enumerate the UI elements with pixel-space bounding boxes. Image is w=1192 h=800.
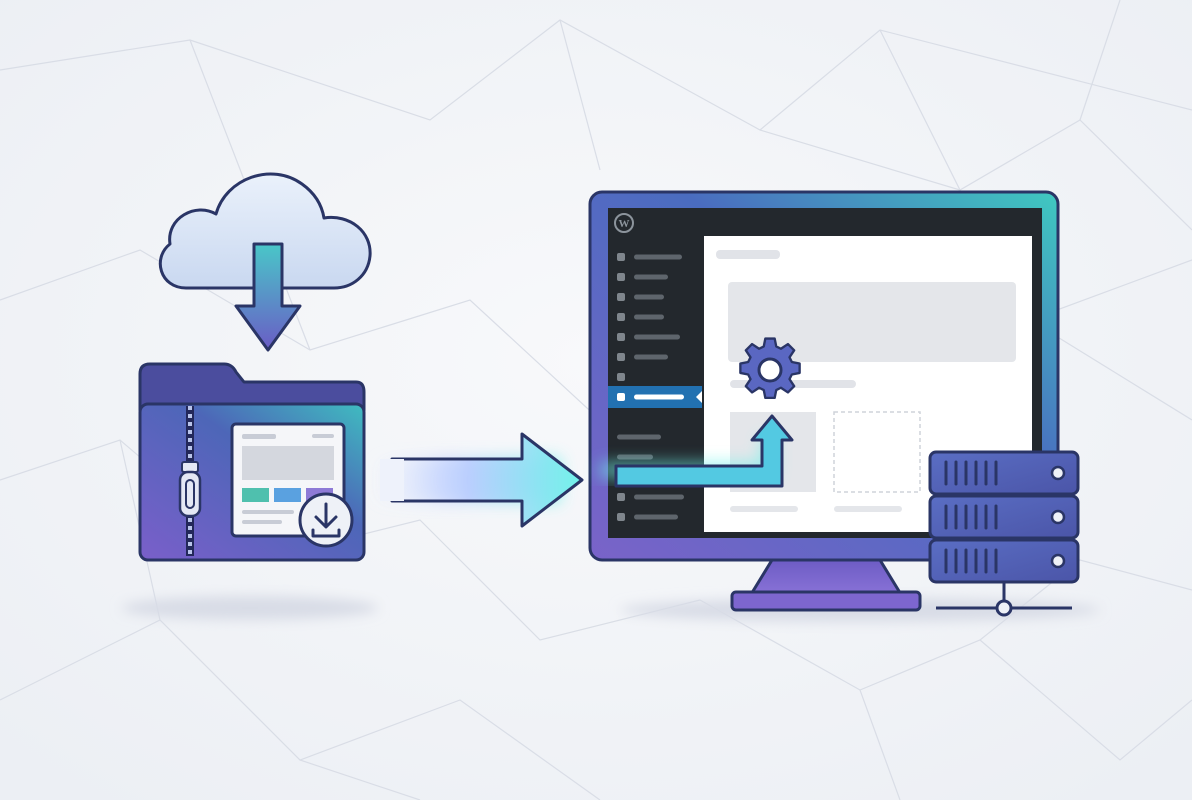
- admin-sidebar-item: [617, 513, 678, 521]
- folder-shadow: [122, 596, 378, 620]
- admin-sidebar-item: [617, 434, 661, 440]
- gear-icon: [739, 337, 801, 400]
- admin-sidebar-item: [617, 333, 680, 341]
- content-heading-placeholder: [716, 250, 780, 259]
- upload-arrow-icon: [600, 414, 794, 488]
- cloud-icon: [158, 172, 372, 290]
- download-badge-icon: [298, 492, 354, 548]
- theme-slot-empty: [833, 411, 921, 493]
- svg-text:W: W: [619, 218, 630, 230]
- server-rack-icon: [928, 450, 1080, 584]
- admin-sidebar-item: [617, 373, 625, 381]
- zipper-icon: [178, 406, 202, 556]
- transfer-arrow-icon: [370, 432, 584, 528]
- admin-sidebar-item: [617, 293, 664, 301]
- admin-sidebar-item: [617, 273, 668, 281]
- wordpress-logo-icon: W: [614, 213, 634, 233]
- admin-sidebar-item: [608, 386, 702, 408]
- admin-sidebar-item: [617, 253, 682, 261]
- admin-sidebar-item: [617, 454, 653, 460]
- admin-sidebar-items: [608, 253, 702, 521]
- content-banner-placeholder: [728, 282, 1016, 362]
- download-arrow-icon: [234, 242, 302, 352]
- admin-sidebar-item: [617, 353, 668, 361]
- admin-sidebar-item: [617, 313, 664, 321]
- admin-sidebar-item: [617, 493, 684, 501]
- network-icon: [936, 582, 1072, 617]
